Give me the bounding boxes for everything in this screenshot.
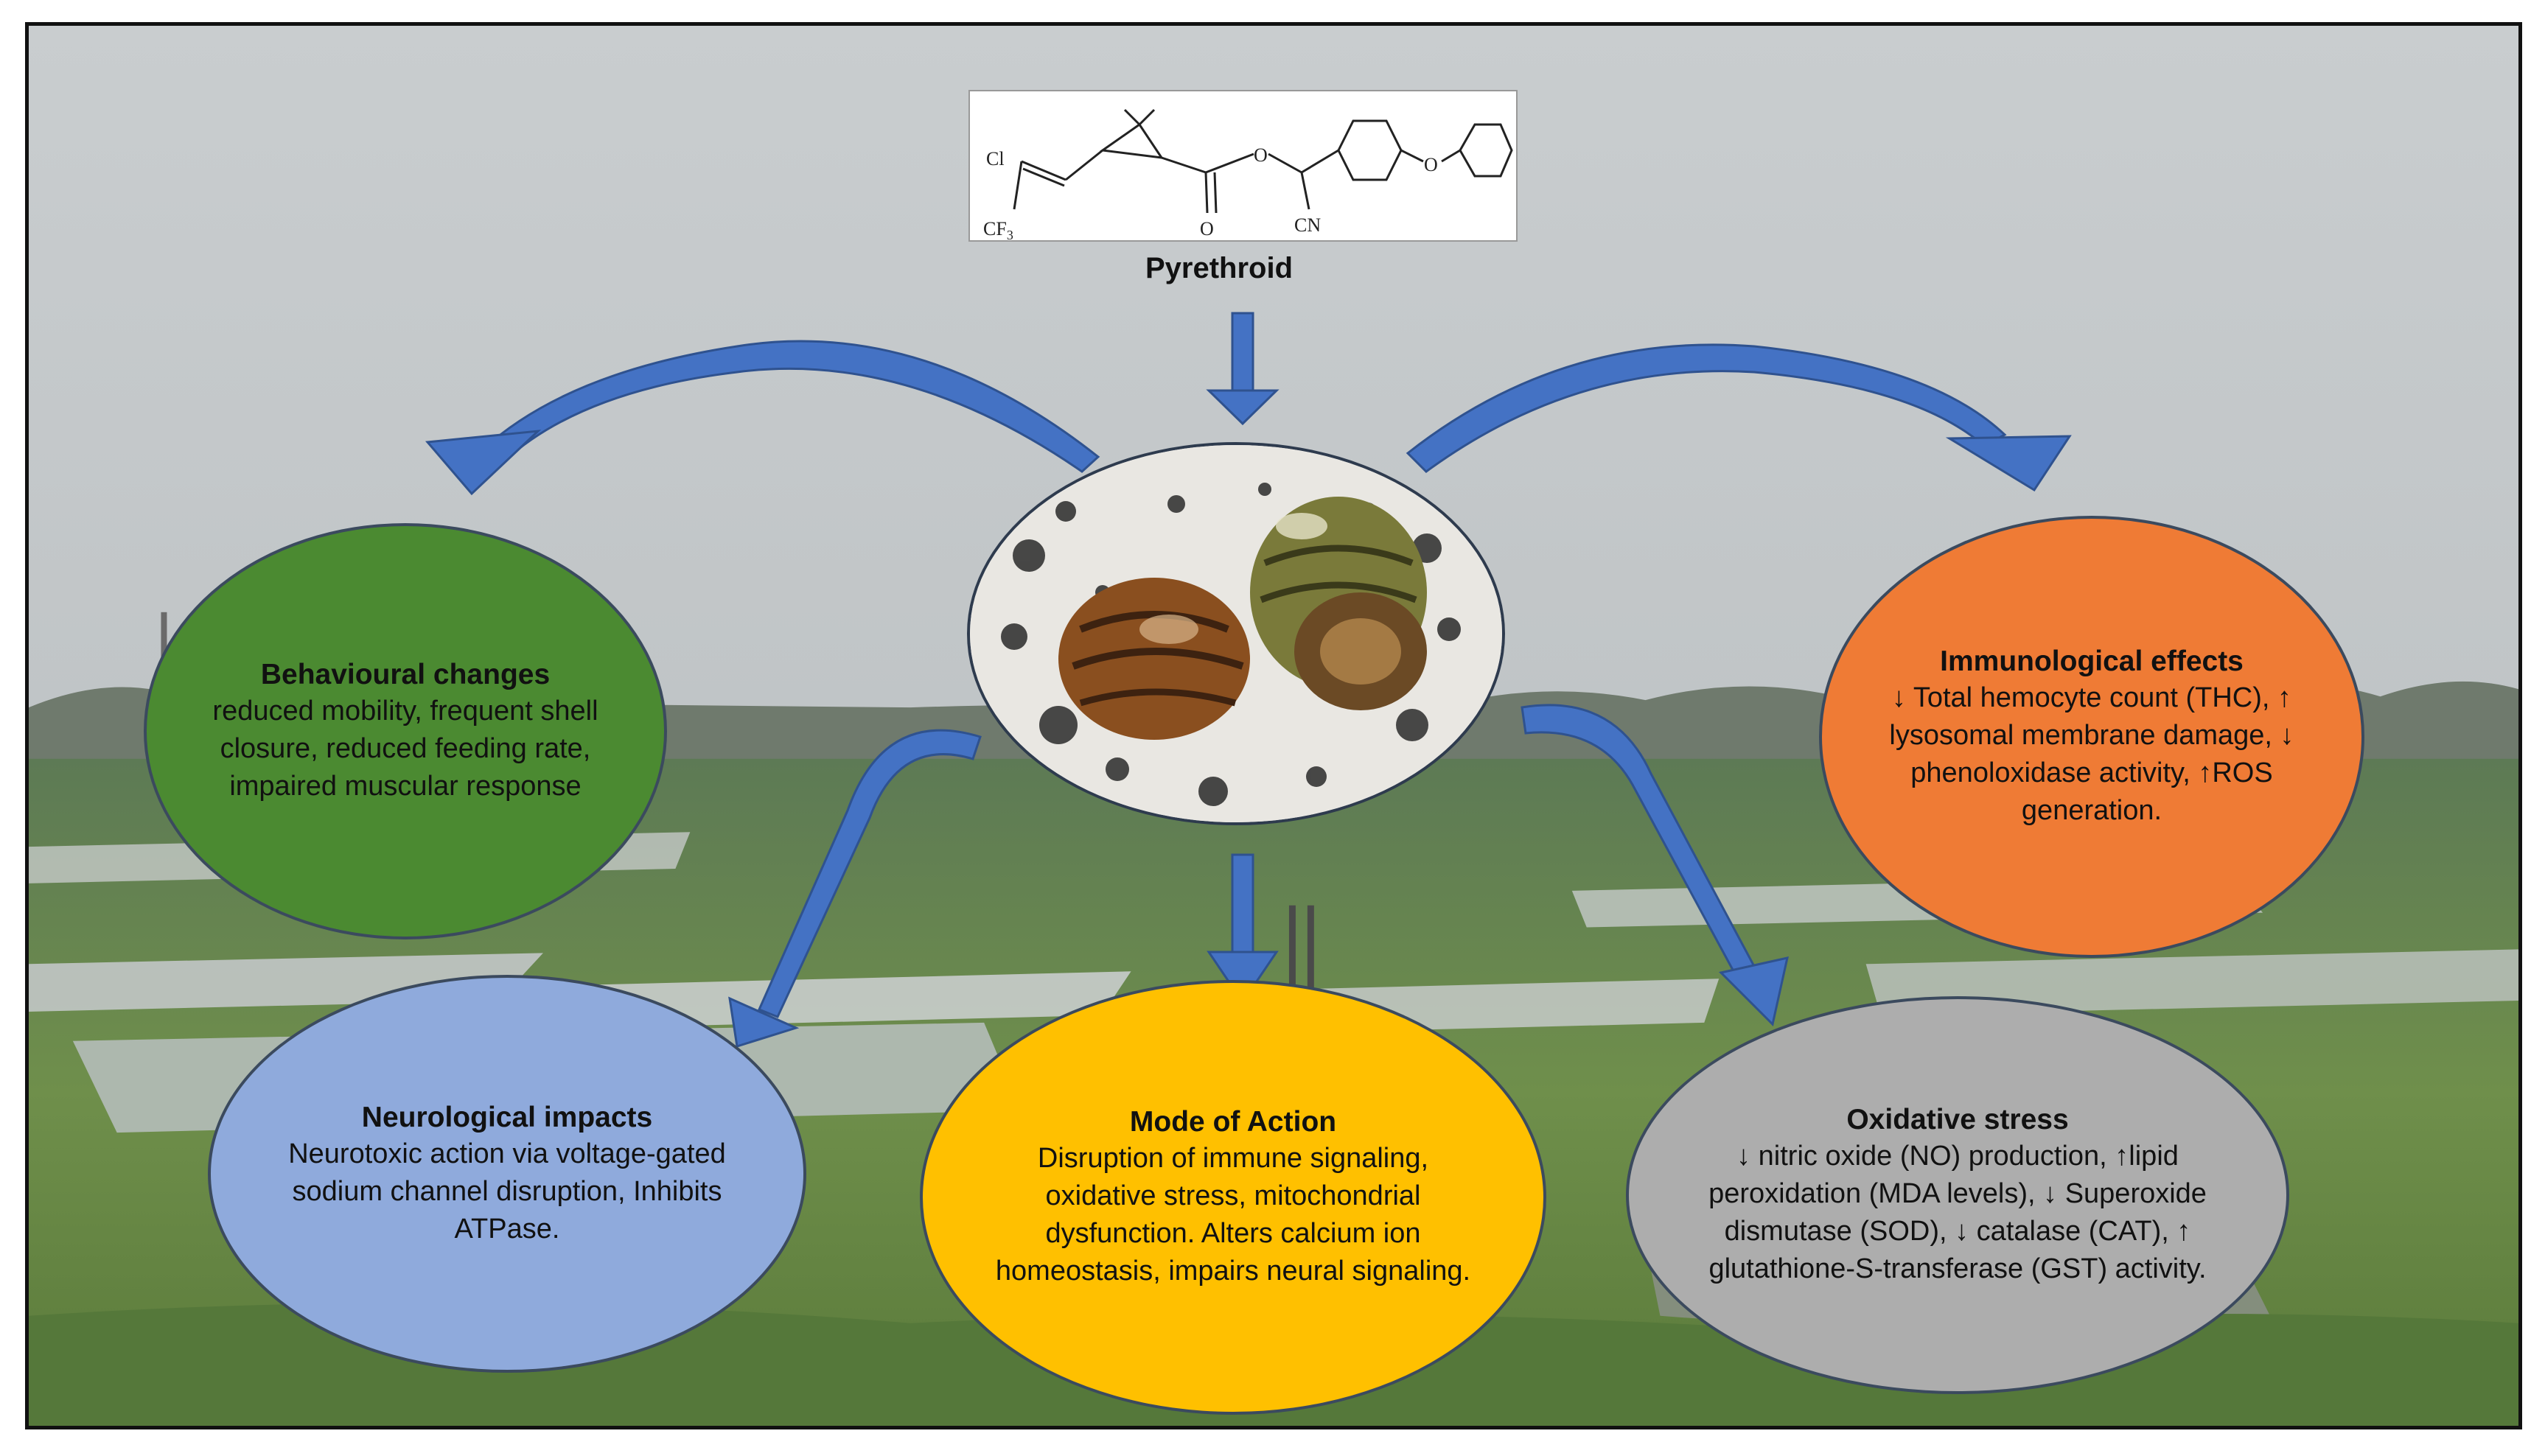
node-immunological-effects: Immunological effects ↓ Total hemocyte c… [1819, 516, 2364, 958]
oxidative-stress-text: ↓ nitric oxide (NO) production, ↑lipid p… [1708, 1141, 2207, 1284]
neurological-title: Neurological impacts [361, 1101, 653, 1133]
node-oxidative-stress: Oxidative stress ↓ nitric oxide (NO) pro… [1626, 996, 2289, 1394]
oxidative-stress-title: Oxidative stress [1846, 1104, 2069, 1135]
atom-cf3: CF3 [983, 218, 1013, 240]
atom-o-ester: O [1254, 144, 1268, 166]
node-mode-of-action: Mode of Action Disruption of immune sign… [920, 980, 1546, 1415]
atom-o-ether: O [1424, 154, 1438, 175]
mode-of-action-text: Disruption of immune signaling, oxidativ… [995, 1143, 1471, 1287]
snail-photo [967, 442, 1505, 825]
node-behavioural-changes: Behavioural changes reduced mobility, fr… [144, 523, 667, 939]
pyrethroid-label: Pyrethroid [1145, 252, 1294, 284]
behavioural-title: Behavioural changes [260, 659, 551, 690]
behavioural-text: reduced mobility, frequent shell closure… [212, 696, 598, 802]
immunological-title: Immunological effects [1940, 645, 2244, 677]
immunological-text: ↓ Total hemocyte count (THC), ↑ lysosoma… [1889, 682, 2294, 826]
atom-cn: CN [1294, 214, 1321, 236]
mode-of-action-title: Mode of Action [1129, 1106, 1337, 1138]
atom-o-carbonyl: O [1200, 218, 1214, 239]
pyrethroid-structure: Cl CF3 O O CN O [968, 90, 1518, 242]
node-neurological-impacts: Neurological impacts Neurotoxic action v… [208, 975, 806, 1373]
atom-cl: Cl [986, 148, 1005, 169]
neurological-text: Neurotoxic action via voltage-gated sodi… [288, 1138, 726, 1245]
